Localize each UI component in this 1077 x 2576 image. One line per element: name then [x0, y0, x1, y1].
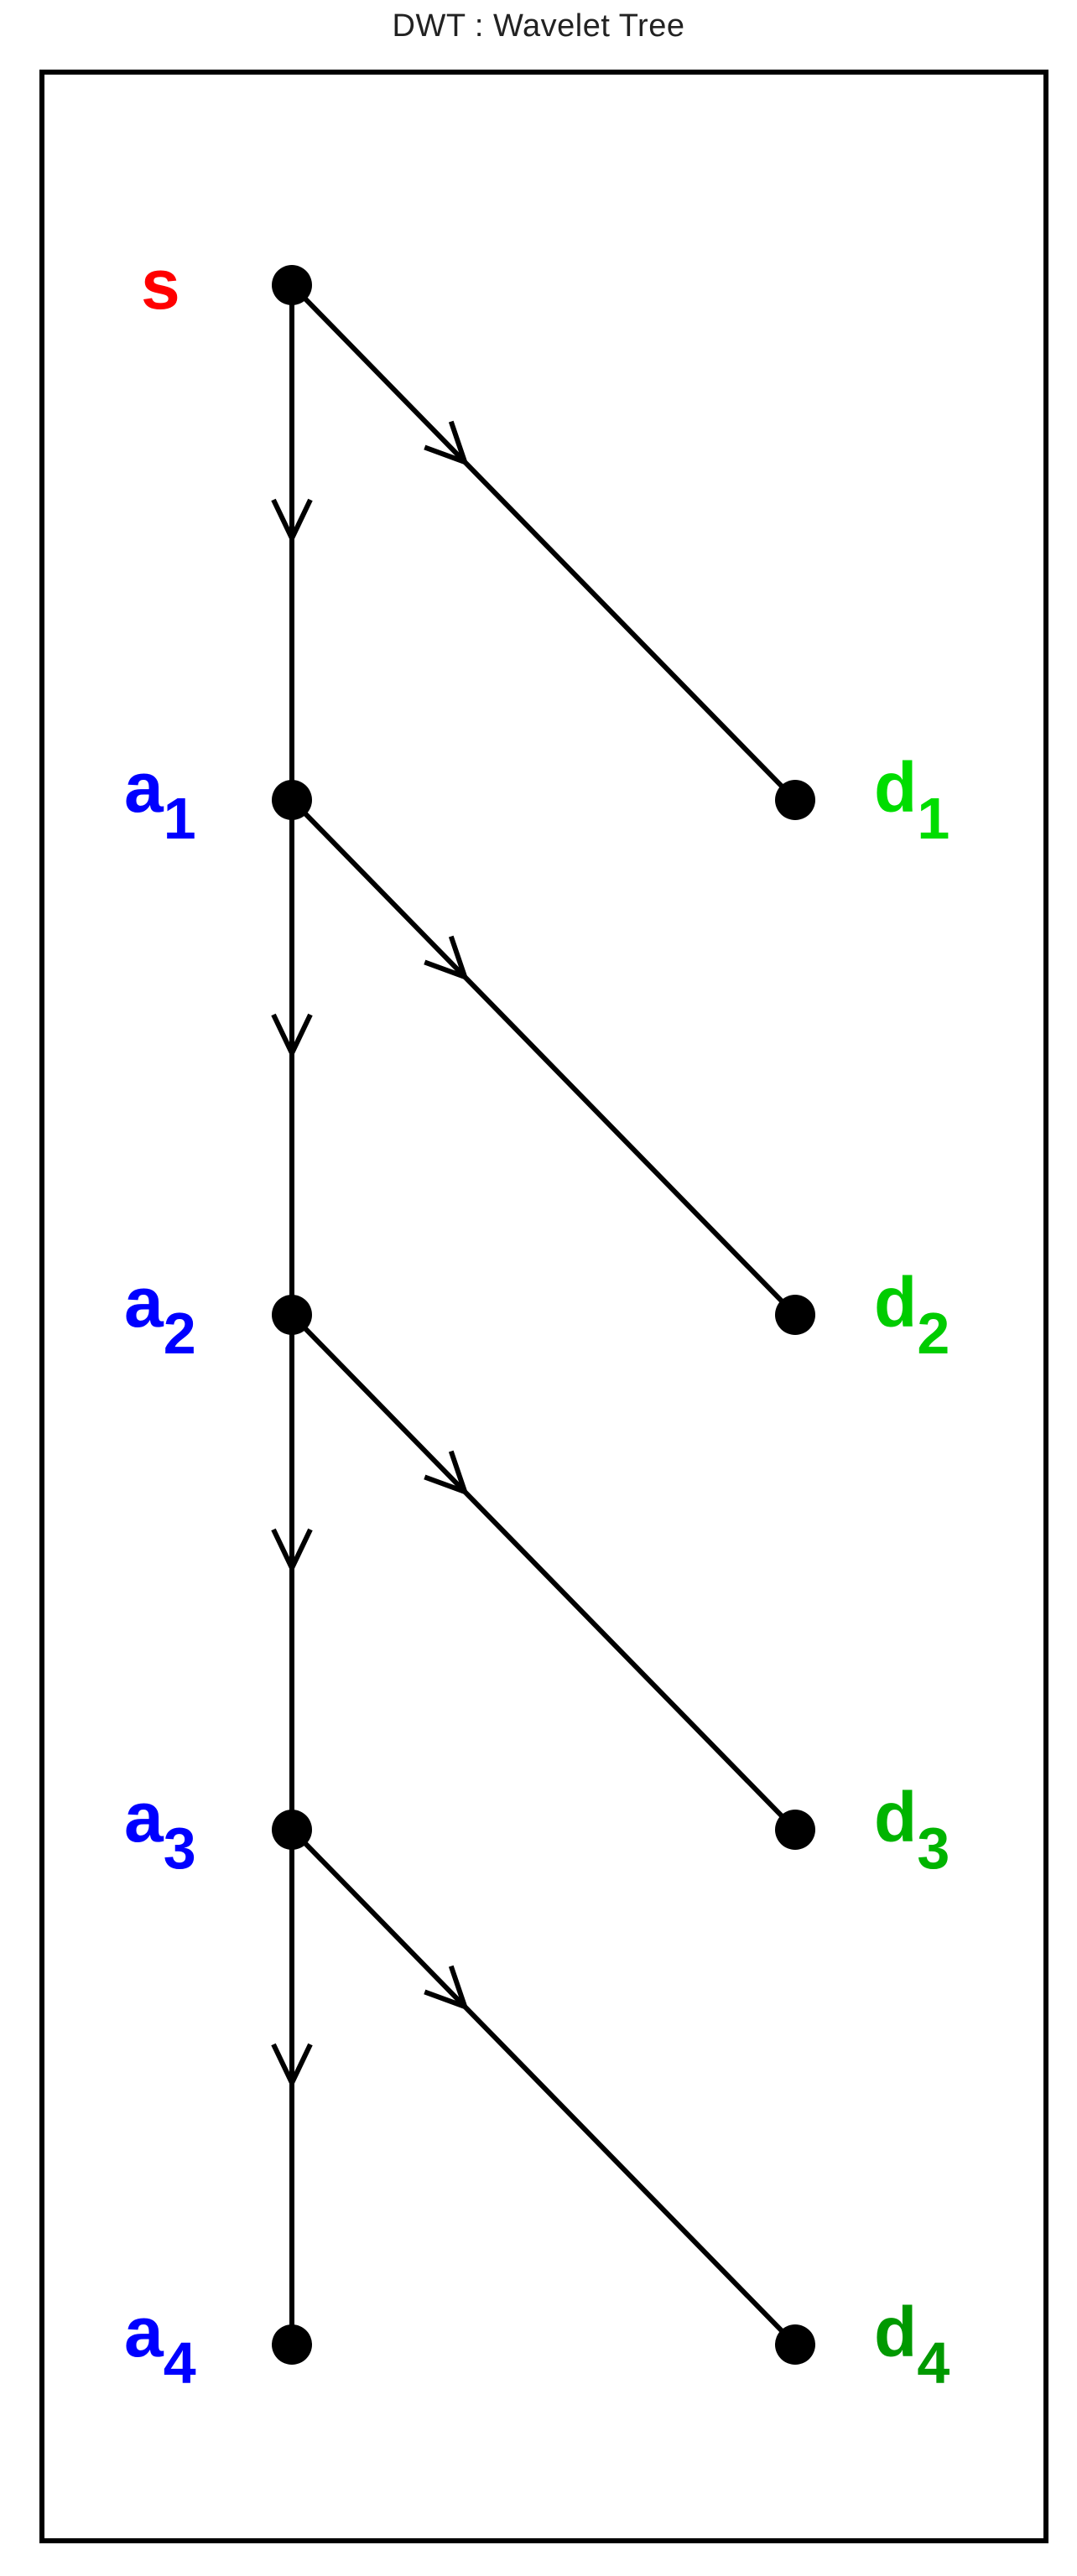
- detail-node: [775, 1295, 815, 1335]
- detail-edge: [289, 1312, 798, 1832]
- diagonal-arrow-icon: [424, 935, 470, 981]
- down-arrow-icon: [271, 2043, 313, 2089]
- approximation-node: [272, 1295, 312, 1335]
- arrowheads-layer: [271, 420, 470, 2089]
- detail-label: d2: [874, 1263, 950, 1366]
- approximation-node: [272, 780, 312, 820]
- detail-label: d3: [874, 1778, 950, 1881]
- labels-layer: s a1 a2 a3 a4 d1 d2 d3 d4: [124, 245, 950, 2396]
- approximation-label: a4: [124, 2293, 196, 2396]
- detail-edge: [289, 1827, 798, 2347]
- diagonal-arrow-icon: [424, 1450, 470, 1496]
- nodes-layer: [272, 265, 815, 2365]
- approximation-label: a3: [124, 1778, 196, 1881]
- edges-layer: [289, 283, 798, 2347]
- down-arrow-icon: [271, 1528, 313, 1574]
- detail-edge: [289, 283, 798, 802]
- diagonal-arrow-icon: [424, 1965, 470, 2011]
- diagonal-arrow-icon: [424, 420, 470, 466]
- detail-edge: [289, 797, 798, 1317]
- signal-node: [272, 265, 312, 305]
- signal-label: s: [141, 245, 180, 324]
- detail-label: d4: [874, 2293, 950, 2396]
- figure-title: DWT : Wavelet Tree: [392, 8, 685, 44]
- detail-node: [775, 1810, 815, 1850]
- detail-node: [775, 780, 815, 820]
- down-arrow-icon: [271, 498, 313, 544]
- diagram-frame: [39, 70, 1048, 2543]
- approximation-label: a2: [124, 1263, 196, 1366]
- approximation-label: a1: [124, 748, 196, 851]
- down-arrow-icon: [271, 1013, 313, 1059]
- approximation-node: [272, 1810, 312, 1850]
- detail-label: d1: [874, 748, 950, 851]
- approximation-node: [272, 2324, 312, 2365]
- detail-node: [775, 2324, 815, 2365]
